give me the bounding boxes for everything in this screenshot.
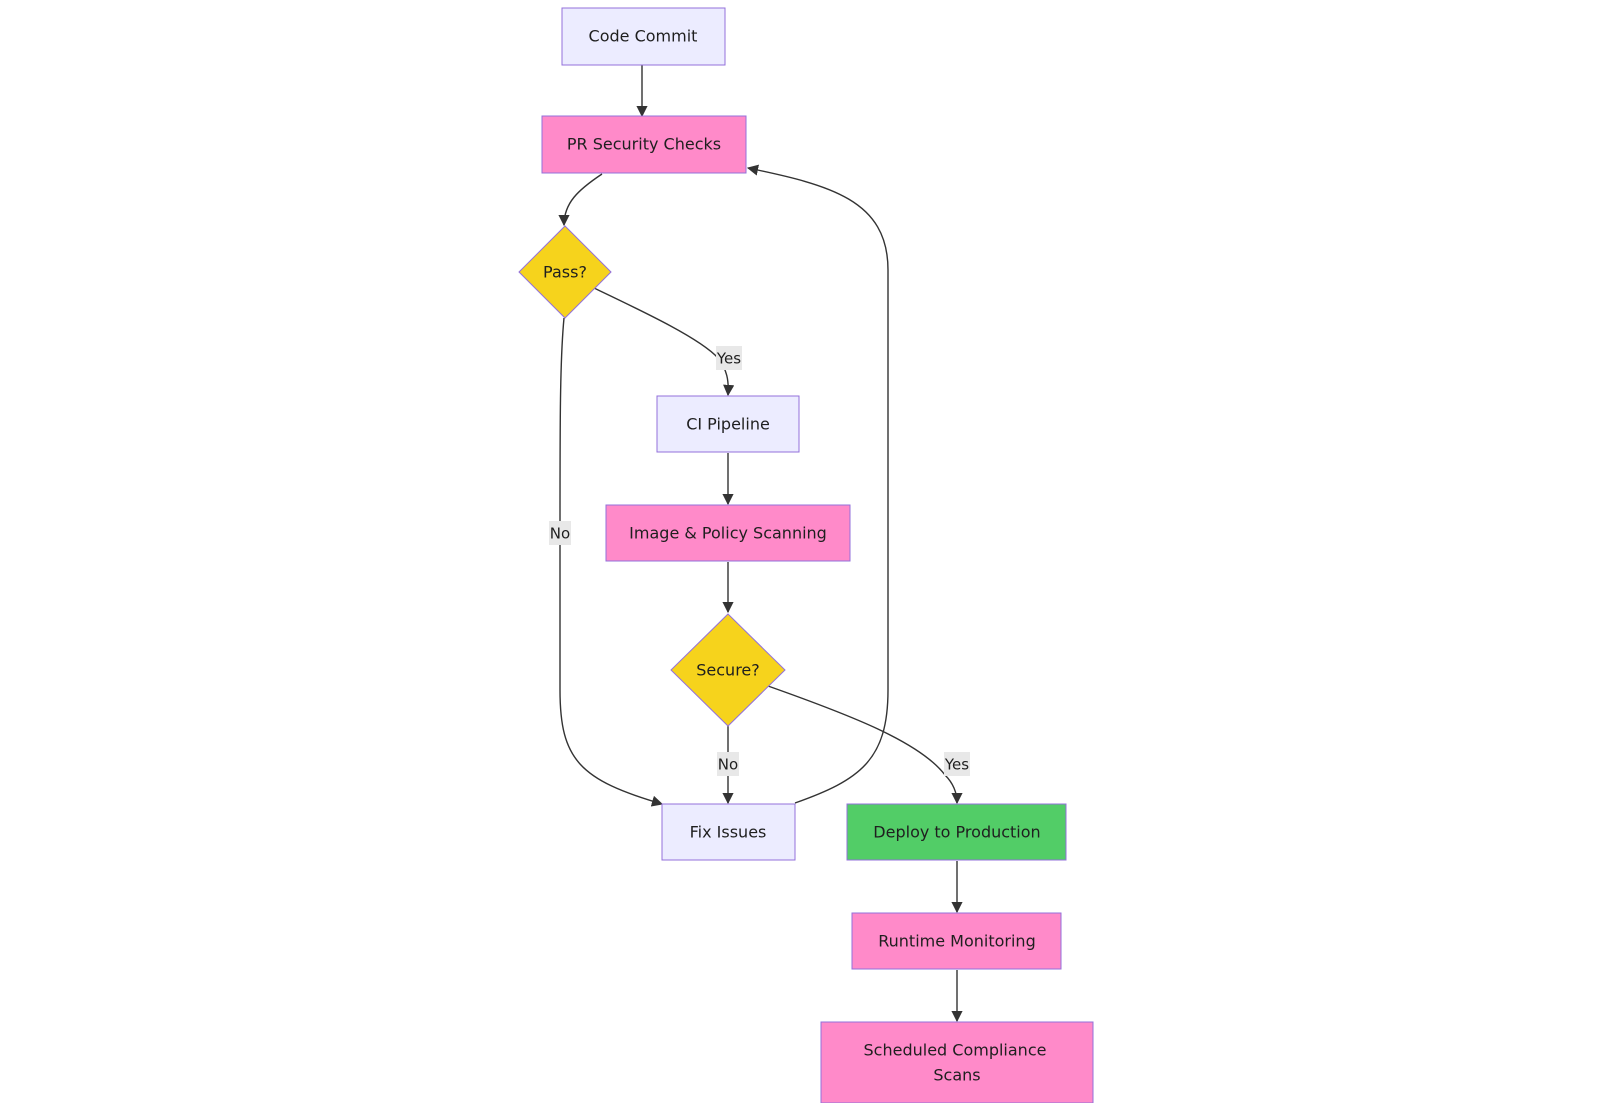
node-pr-security-checks[interactable]: PR Security Checks [541, 115, 747, 174]
node-pass-label: Pass? [543, 263, 587, 282]
node-secure-decision[interactable]: Secure? [670, 613, 786, 727]
edge-label-pass-yes-text: Yes [716, 350, 741, 368]
node-pr-security-checks-label: PR Security Checks [567, 135, 721, 154]
node-runtime-monitoring[interactable]: Runtime Monitoring [851, 912, 1062, 970]
edge-label-secure-yes-text: Yes [944, 756, 969, 774]
node-ci-pipeline[interactable]: CI Pipeline [656, 395, 800, 453]
node-fix-issues[interactable]: Fix Issues [661, 803, 796, 861]
edge-label-pass-no-text: No [550, 525, 570, 543]
edge-label-secure-yes: Yes [944, 752, 970, 776]
node-fix-issues-label: Fix Issues [690, 823, 767, 842]
node-runtime-monitoring-label: Runtime Monitoring [878, 932, 1035, 951]
node-code-commit-label: Code Commit [589, 27, 698, 46]
edge-label-pass-no: No [549, 521, 571, 545]
node-deploy-to-production-label: Deploy to Production [873, 823, 1040, 842]
edge-fix-to-pr-checks [746, 164, 889, 804]
edge-label-secure-no: No [717, 752, 739, 776]
node-deploy-to-production[interactable]: Deploy to Production [846, 803, 1067, 861]
node-scheduled-compliance-scans-label-line1: Scheduled Compliance [864, 1041, 1047, 1060]
nodes: Code Commit PR Security Checks Pass? CI … [518, 7, 1094, 1103]
node-secure-label: Secure? [696, 661, 760, 680]
node-image-policy-scanning[interactable]: Image & Policy Scanning [605, 504, 851, 562]
node-image-policy-scanning-label: Image & Policy Scanning [629, 524, 827, 543]
edge-label-secure-no-text: No [718, 756, 738, 774]
edge-label-pass-yes: Yes [716, 346, 742, 370]
node-ci-pipeline-label: CI Pipeline [686, 415, 770, 434]
node-code-commit[interactable]: Code Commit [561, 7, 726, 66]
edge-pr-checks-to-pass [558, 173, 603, 227]
node-scheduled-compliance-scans-label-line2: Scans [933, 1066, 980, 1085]
edge-secure-yes-to-deploy [767, 685, 963, 805]
node-pass-decision[interactable]: Pass? [518, 225, 612, 319]
node-scheduled-compliance-scans[interactable]: Scheduled Compliance Scans [820, 1021, 1094, 1103]
edge-pass-yes-to-ci [593, 287, 735, 397]
edge-labels: Yes No No Yes [549, 346, 970, 776]
